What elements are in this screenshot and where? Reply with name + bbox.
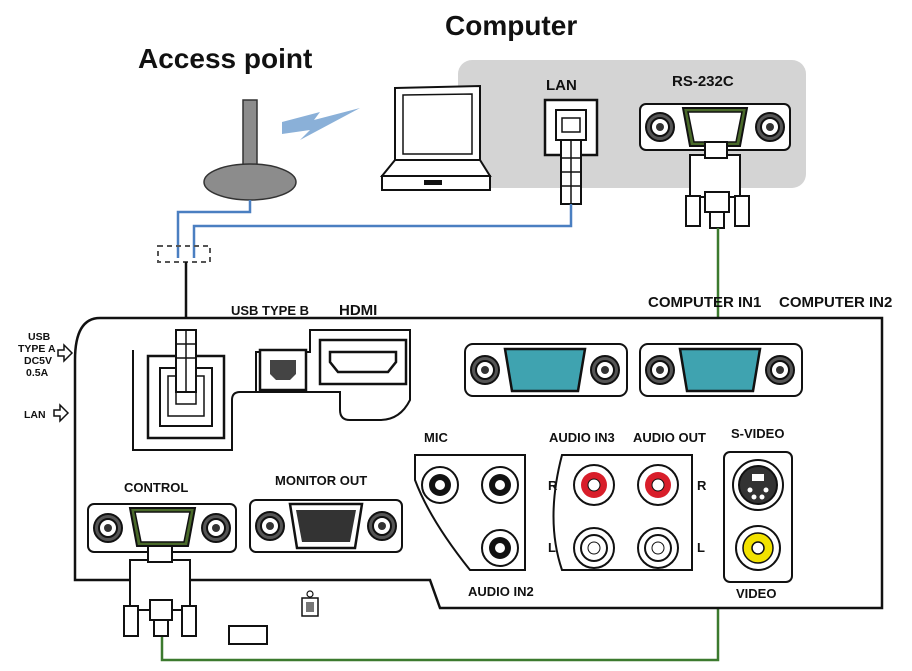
computer-in2-port	[639, 343, 803, 397]
video-label: VIDEO	[736, 586, 776, 601]
usb-type-a-label-1: USB	[28, 331, 51, 343]
audio-in2-label: AUDIO IN2	[468, 584, 534, 599]
usb-type-a-arrow-icon	[57, 343, 74, 363]
access-point-icon	[203, 99, 297, 201]
computer-in2-label: COMPUTER IN2	[779, 294, 892, 311]
computer-rs232c-plug	[685, 141, 750, 229]
audio-out-l-jack	[637, 527, 679, 569]
s-video-label: S-VIDEO	[731, 426, 784, 441]
hdmi-label: HDMI	[339, 302, 377, 319]
computer-title: Computer	[445, 10, 577, 41]
lan-cable-access-point	[176, 200, 252, 258]
video-jack	[735, 525, 781, 571]
lan-cable-computer	[192, 204, 573, 258]
laptop-icon	[379, 84, 492, 191]
audio-in3-r-jack	[573, 464, 615, 506]
computer-lan-label: LAN	[546, 77, 577, 94]
audio-r-label-right: R	[697, 478, 707, 493]
audio-in3-l-jack	[573, 527, 615, 569]
lan-arrow-icon	[53, 403, 70, 423]
audio-r-label-left: R	[548, 478, 558, 493]
usb-type-b-port	[258, 348, 308, 392]
access-point-title: Access point	[138, 43, 312, 74]
audio-in3-label: AUDIO IN3	[549, 430, 615, 445]
hdmi-port	[318, 338, 408, 386]
computer-lan-plug	[560, 139, 582, 205]
control-port	[87, 503, 237, 553]
usb-type-a-label-3: DC5V	[24, 355, 52, 367]
control-plug	[123, 545, 197, 637]
computer-in1-port	[464, 343, 628, 397]
usb-type-b-label: USB TYPE B	[231, 303, 309, 318]
s-video-jack	[732, 459, 784, 511]
audio-l-label-right: L	[697, 540, 705, 555]
usb-type-a-label-4: 0.5A	[26, 367, 49, 379]
audio-out-r-jack	[637, 464, 679, 506]
wireless-signal-icon	[282, 108, 360, 140]
computer-in1-label: COMPUTER IN1	[648, 294, 761, 311]
lan-side-label: LAN	[24, 409, 46, 421]
mic-jack	[421, 466, 459, 504]
lan-hub-switch	[157, 245, 211, 263]
security-lock-icon	[301, 590, 319, 617]
audio-in2-r-jack	[481, 529, 519, 567]
mic-label: MIC	[424, 430, 448, 445]
audio-out-label: AUDIO OUT	[633, 430, 706, 445]
audio-l-label-left: L	[548, 540, 556, 555]
audio-in2-l-jack	[481, 466, 519, 504]
usb-type-a-label-2: TYPE A	[18, 343, 56, 355]
projector-lan-plug	[175, 329, 197, 393]
monitor-out-label: MONITOR OUT	[275, 473, 367, 488]
computer-rs232c-label: RS-232C	[672, 73, 734, 90]
kensington-slot	[228, 625, 268, 645]
computer-rs232c-port	[639, 103, 791, 151]
control-label: CONTROL	[124, 480, 188, 495]
monitor-out-port	[249, 499, 403, 553]
